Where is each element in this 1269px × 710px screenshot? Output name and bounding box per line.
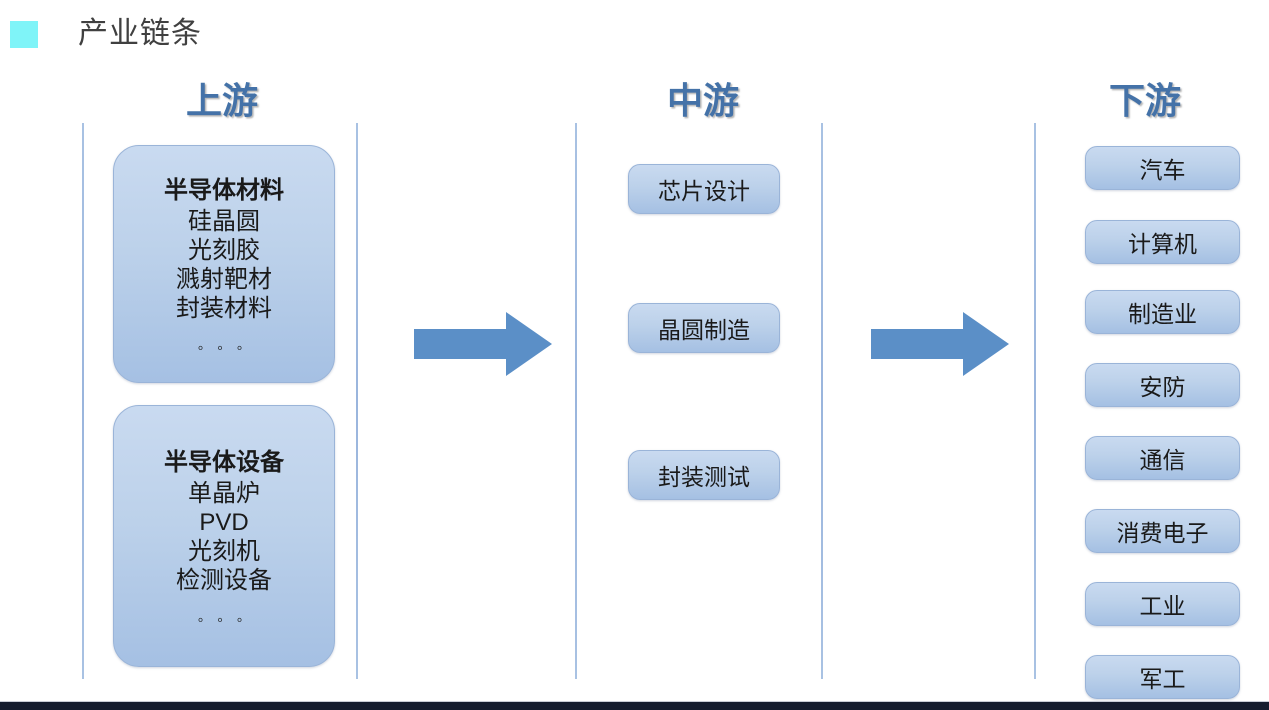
page-title: 产业链条 bbox=[78, 17, 202, 50]
column-header-downstream: 下游 bbox=[1109, 80, 1182, 121]
group-title-equipment: 半导体设备 bbox=[164, 449, 284, 477]
group-title-materials: 半导体材料 bbox=[164, 177, 284, 205]
downstream-box-military[interactable]: 军工 bbox=[1085, 655, 1240, 699]
downstream-box-computer[interactable]: 计算机 bbox=[1085, 220, 1240, 264]
group-item-equipment-3: 检测设备 bbox=[176, 567, 272, 595]
divider-line-1 bbox=[82, 123, 84, 679]
downstream-box-communications[interactable]: 通信 bbox=[1085, 436, 1240, 480]
arrow-upstream-to-midstream-icon bbox=[414, 312, 552, 376]
group-item-equipment-0: 单晶炉 bbox=[188, 479, 260, 507]
group-item-equipment-2: 光刻机 bbox=[188, 538, 260, 566]
group-item-materials-0: 硅晶圆 bbox=[188, 207, 260, 235]
title-bullet-square bbox=[10, 20, 38, 48]
downstream-box-manufacturing[interactable]: 制造业 bbox=[1085, 290, 1240, 334]
upstream-group-materials[interactable]: 半导体材料 硅晶圆 光刻胶 溅射靶材 封装材料 。。。 bbox=[113, 145, 335, 383]
divider-line-3 bbox=[575, 123, 577, 679]
divider-line-5 bbox=[1034, 123, 1036, 679]
group-item-materials-1: 光刻胶 bbox=[188, 236, 260, 264]
group-item-equipment-1: PVD bbox=[199, 508, 249, 536]
downstream-box-industrial[interactable]: 工业 bbox=[1085, 582, 1240, 626]
midstream-box-chip-design[interactable]: 芯片设计 bbox=[628, 164, 780, 214]
group-ellipsis-materials: 。。。 bbox=[197, 336, 263, 352]
column-header-upstream: 上游 bbox=[186, 80, 259, 121]
divider-line-2 bbox=[356, 123, 358, 679]
upstream-group-equipment[interactable]: 半导体设备 单晶炉 PVD 光刻机 检测设备 。。。 bbox=[113, 405, 335, 667]
midstream-box-packaging-testing[interactable]: 封装测试 bbox=[628, 450, 780, 500]
downstream-box-automotive[interactable]: 汽车 bbox=[1085, 146, 1240, 190]
group-item-materials-2: 溅射靶材 bbox=[176, 266, 272, 294]
group-ellipsis-equipment: 。。。 bbox=[197, 608, 263, 624]
downstream-box-consumer-electronics[interactable]: 消费电子 bbox=[1085, 509, 1240, 553]
column-header-midstream: 中游 bbox=[667, 80, 740, 121]
divider-line-4 bbox=[821, 123, 823, 679]
group-item-materials-3: 封装材料 bbox=[176, 295, 272, 323]
slide-title-row: 产业链条 bbox=[0, 12, 202, 56]
midstream-box-wafer-manufacturing[interactable]: 晶圆制造 bbox=[628, 303, 780, 353]
slide-bottom-bar bbox=[0, 701, 1269, 710]
arrow-midstream-to-downstream-icon bbox=[871, 312, 1009, 376]
downstream-box-security[interactable]: 安防 bbox=[1085, 363, 1240, 407]
